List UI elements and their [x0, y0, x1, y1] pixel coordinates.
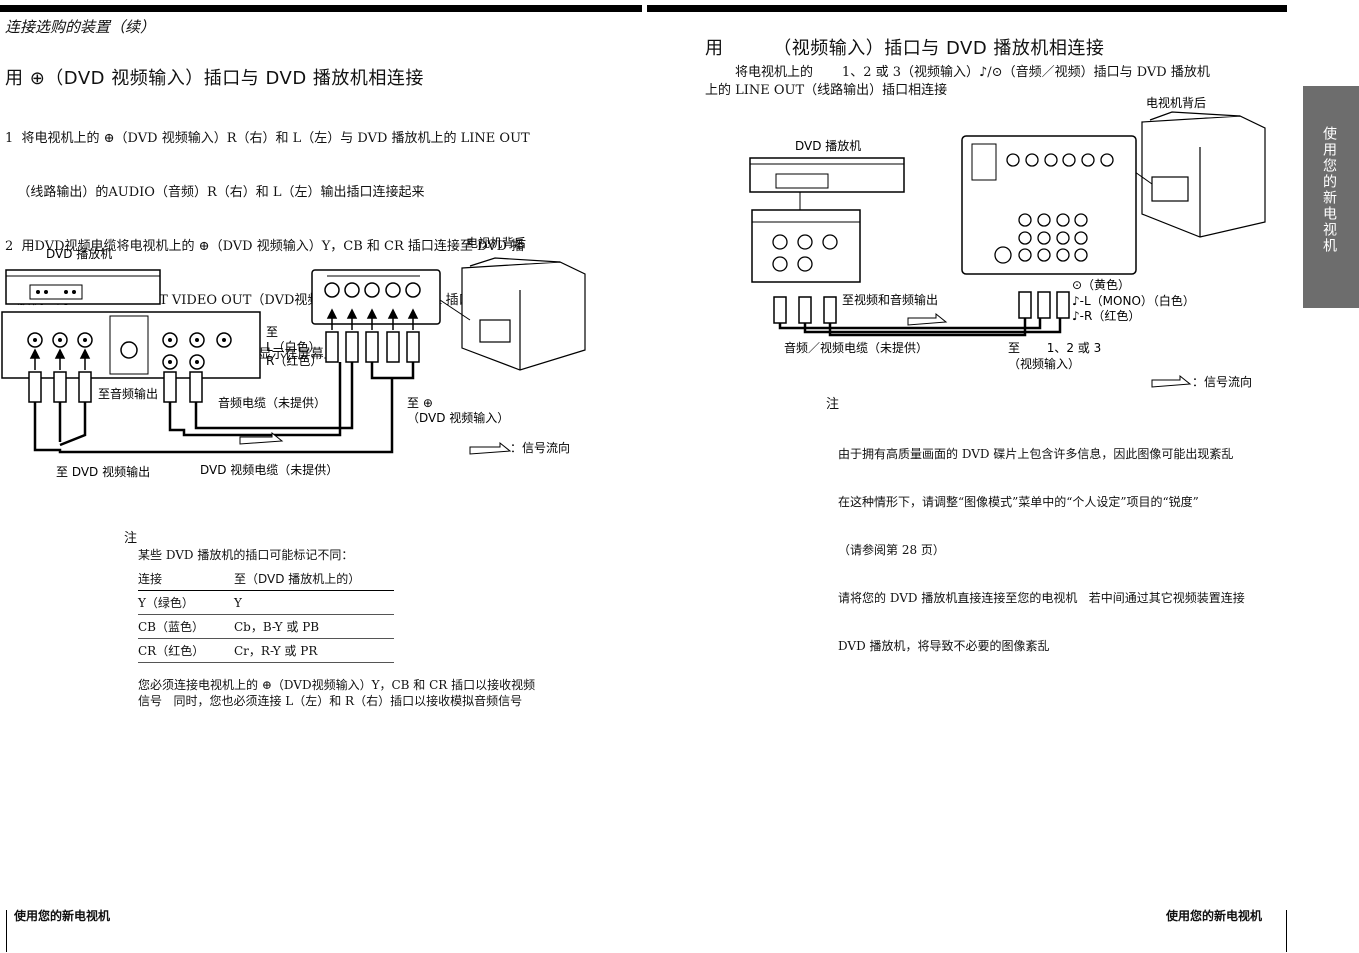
left-connection-diagram: DVD 播放机 电视机背后 — [1, 235, 586, 479]
to-input-label: 至 1、2 或 3 — [1008, 341, 1101, 355]
tv-jack-panel-right — [961, 135, 1137, 275]
top-rule-left — [0, 5, 642, 12]
dvd-player-box — [5, 269, 161, 305]
yellow-label: ⊙（黄色） — [1072, 278, 1130, 292]
connection-table: 连接 至（DVD 播放机上的） Y（绿色） Y CB（蓝色） Cb，B-Y 或 … — [138, 568, 394, 663]
table-header-dvd-side: 至（DVD 播放机上的） — [234, 568, 394, 591]
table-header-connection: 连接 — [138, 568, 234, 591]
note-line: （请参阅第 28 页） — [838, 543, 945, 557]
signal-flow-label-right: ：信号流向 — [1192, 374, 1252, 389]
dvd-player-label-right: DVD 播放机 — [795, 138, 861, 153]
note-lines-right: 由于拥有高质量画面的 DVD 碟片上包含许多信息，因此图像可能出现紊乱 在这种情… — [838, 414, 1245, 670]
table-cell: Cb，B-Y 或 PB — [234, 614, 394, 639]
step-1b: （线路输出）的AUDIO（音频）R（右）和 L（左）输出插口连接起来 — [5, 185, 425, 200]
note-para-2: 信号 同时，您也必须连接 L（左）和 R（右）插口以接收模拟音频信号 — [138, 694, 523, 708]
tv-rear-illustration-right — [1141, 111, 1266, 238]
to-label: 至 — [266, 325, 278, 339]
table-cell: Y（绿色） — [138, 590, 234, 615]
l-mono-label: ♪-L（MONO）（白色） — [1072, 293, 1195, 308]
r-red-label: R（红色） — [266, 353, 322, 368]
note-label-right: 注 — [826, 397, 840, 412]
to-video-audio-out-label: 至视频和音频输出 — [842, 292, 938, 307]
table-cell: Cr，R-Y 或 PR — [234, 638, 394, 663]
page-title-left: 用 ⊕（DVD 视频输入）插口与 DVD 播放机相连接 — [5, 68, 424, 89]
table-row: CB（蓝色） Cb，B-Y 或 PB — [138, 614, 394, 639]
note-line: 请将您的 DVD 播放机直接连接至您的电视机 若中间通过其它视频装置连接 — [838, 591, 1245, 605]
step-1a: 1 将电视机上的 ⊕（DVD 视频输入）R（右）和 L（左）与 DVD 播放机上… — [5, 131, 530, 146]
table-row: Y（绿色） Y — [138, 590, 394, 615]
to-dvd-video-in-label: （DVD 视频输入） — [407, 410, 509, 425]
footer-left: 使用您的新电视机 — [14, 909, 111, 923]
note-para-1: 您必须连接电视机上的 ⊕（DVD视频输入）Y，CB 和 CR 插口以接收视频 — [138, 678, 536, 692]
tv-jack-panel — [311, 269, 441, 325]
top-rule-right — [647, 5, 1287, 12]
table-row: CR（红色） Cr，R-Y 或 PR — [138, 638, 394, 663]
dvd-player-label: DVD 播放机 — [46, 246, 112, 261]
page-title-right: 用 （视频输入）插口与 DVD 播放机相连接 — [705, 38, 1105, 59]
note-line: 在这种情形下，请调整“图像模式”菜单中的“个人设定”项目的“锐度” — [838, 495, 1199, 509]
tv-back-label-right: 电视机背后 — [1146, 95, 1206, 110]
tv-rear-illustration — [461, 257, 586, 371]
right-intro-2: 上的 LINE OUT（线路输出）插口相连接 — [705, 83, 948, 98]
right-intro-1: 将电视机上的 1、2 或 3（视频输入）♪/⊙（音频／视频）插口与 DVD 播放… — [735, 65, 1210, 80]
tv-back-label: 电视机背后 — [466, 235, 526, 250]
dvd-video-cable-label: DVD 视频电缆（未提供） — [200, 462, 338, 477]
note-label-left: 注 — [124, 531, 138, 546]
to-audio-out-label: 至音频输出 — [98, 386, 158, 401]
note-intro: 某些 DVD 播放机的插口可能标记不同： — [138, 548, 354, 562]
note-line: DVD 播放机，将导致不必要的图像紊乱 — [838, 639, 1050, 653]
side-tab-label: 使用您的新电视机 — [1321, 126, 1337, 254]
video-input-label: （视频输入） — [1008, 356, 1080, 371]
section-header: 连接选购的装置（续） — [5, 18, 156, 36]
table-cell: CR（红色） — [138, 638, 234, 663]
av-cable-label: 音频／视频电缆（未提供） — [784, 340, 928, 355]
right-connection-diagram: 电视机背后 DVD 播放机 至视频和音频输出 ⊙（黄色） — [749, 95, 1266, 389]
to-dvd-video-in-prefix: 至 ⊕ — [407, 396, 433, 410]
audio-cable-label: 音频电缆（未提供） — [218, 395, 326, 410]
footer-right: 使用您的新电视机 — [1166, 909, 1263, 923]
table-cell: CB（蓝色） — [138, 614, 234, 639]
step-2a: 2 用DVD视频电缆将电视机上的 ⊕（DVD 视频输入）Y，CB 和 CR 插口… — [5, 239, 525, 254]
note-line: 由于拥有高质量画面的 DVD 碟片上包含许多信息，因此图像可能出现紊乱 — [838, 447, 1234, 461]
signal-flow-label-left: ：信号流向 — [510, 440, 570, 455]
table-cell: Y — [234, 590, 394, 615]
side-tab: 使用您的新电视机 — [1303, 86, 1359, 308]
footer-rule-left — [6, 910, 7, 952]
to-dvd-video-out-label: 至 DVD 视频输出 — [56, 464, 150, 479]
r-red-label-right: ♪-R（红色） — [1072, 308, 1140, 323]
l-white-label: L（白色） — [266, 339, 321, 354]
footer-rule-right — [1286, 910, 1287, 952]
